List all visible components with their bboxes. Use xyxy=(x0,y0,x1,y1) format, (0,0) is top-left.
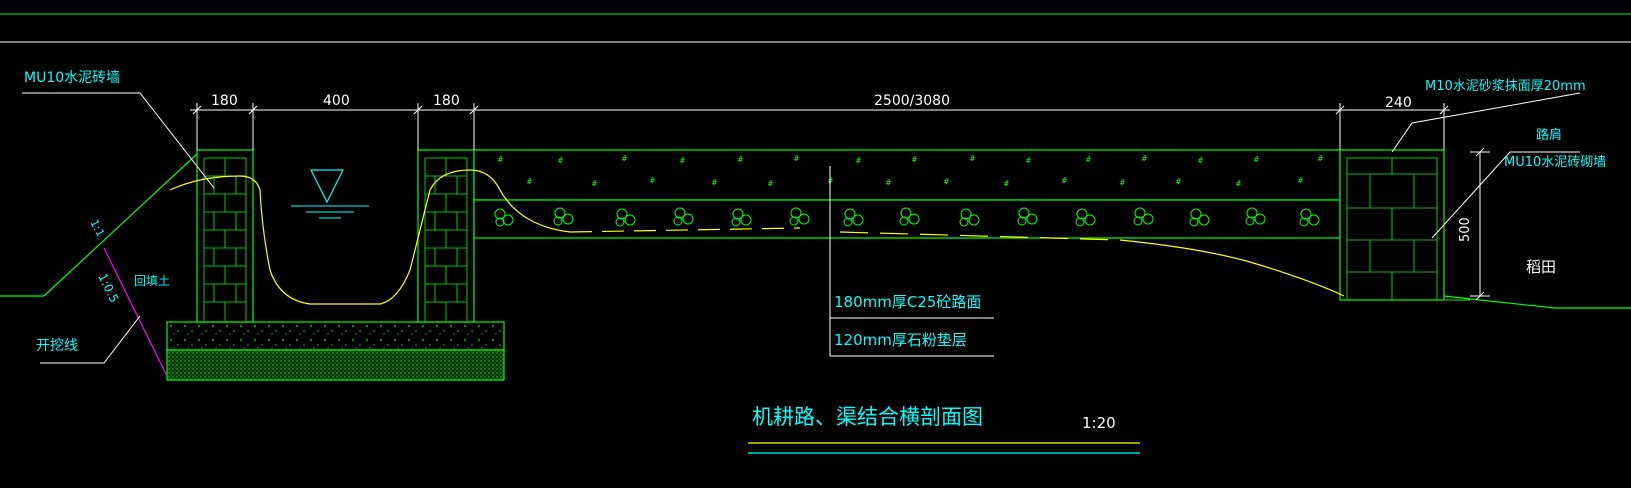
label-excavation-line: 开挖线 xyxy=(36,338,78,354)
svg-text:#: # xyxy=(912,155,917,164)
svg-text:#: # xyxy=(738,155,743,164)
leader-lines xyxy=(22,92,1581,364)
svg-text:#: # xyxy=(1026,156,1031,165)
svg-text:#: # xyxy=(1254,155,1259,164)
label-paddy-field: 稻田 xyxy=(1526,258,1556,276)
svg-text:#: # xyxy=(592,179,597,188)
svg-text:#: # xyxy=(680,156,685,165)
svg-text:#: # xyxy=(1120,178,1125,187)
road-base-layer xyxy=(473,199,1341,239)
label-slope-upper: 1:1 xyxy=(87,217,107,239)
foundation xyxy=(166,321,505,381)
label-shoulder-wall: MU10水泥砖砌墙 xyxy=(1504,155,1606,170)
svg-text:#: # xyxy=(1004,179,1009,188)
label-shoulder: 路肩 xyxy=(1536,127,1562,143)
svg-text:#: # xyxy=(498,155,503,164)
svg-text:#: # xyxy=(558,156,563,165)
svg-text:#: # xyxy=(712,178,717,187)
dim-wall-right: 180 xyxy=(433,93,460,109)
svg-text:#: # xyxy=(856,156,861,165)
title-underlines xyxy=(748,442,1140,454)
drawing-scale: 1:20 xyxy=(1082,414,1116,432)
svg-text:#: # xyxy=(1142,154,1147,163)
label-backfill: 回填土 xyxy=(134,274,170,288)
dim-channel-width: 400 xyxy=(323,93,350,109)
label-wall-material: MU10水泥砖墙 xyxy=(24,70,120,86)
dim-curb-height: 500 xyxy=(1458,217,1473,242)
svg-text:#: # xyxy=(1318,154,1323,163)
dimension-lines xyxy=(190,103,1490,301)
svg-text:#: # xyxy=(622,154,627,163)
svg-text:#: # xyxy=(970,154,975,163)
label-plaster-note: M10水泥砂浆抹面厚20mm xyxy=(1425,79,1586,94)
terrain-curves xyxy=(169,169,1345,305)
label-layer-base: 120mm厚石粉垫层 xyxy=(834,331,967,349)
dim-road-width: 2500/3080 xyxy=(874,93,950,109)
dim-curb-width: 240 xyxy=(1385,95,1412,111)
water-level-icon xyxy=(291,169,369,219)
right-brick-wall xyxy=(417,149,475,323)
svg-text:#: # xyxy=(768,179,773,188)
svg-text:#: # xyxy=(794,154,799,163)
road-surface-layer: ### ### ### ### ### ### ### ### ### ## xyxy=(473,149,1341,201)
frame-lines xyxy=(0,13,1631,43)
svg-text:#: # xyxy=(1198,156,1203,165)
label-layer-surface: 180mm厚C25砼路面 xyxy=(834,293,981,311)
svg-text:#: # xyxy=(527,177,532,186)
paddy-ground xyxy=(1443,295,1631,309)
svg-text:#: # xyxy=(1062,176,1067,185)
svg-text:#: # xyxy=(1236,179,1241,188)
drawing-title: 机耕路、渠结合横剖面图 xyxy=(752,405,983,429)
shoulder-brick-wall xyxy=(1339,149,1445,301)
dim-wall-left: 180 xyxy=(211,93,238,109)
svg-text:#: # xyxy=(650,176,655,185)
svg-text:#: # xyxy=(886,178,891,187)
svg-text:#: # xyxy=(1176,177,1181,186)
svg-text:#: # xyxy=(1086,155,1091,164)
excavation-line xyxy=(103,247,167,375)
svg-text:#: # xyxy=(944,177,949,186)
svg-text:#: # xyxy=(1298,176,1303,185)
